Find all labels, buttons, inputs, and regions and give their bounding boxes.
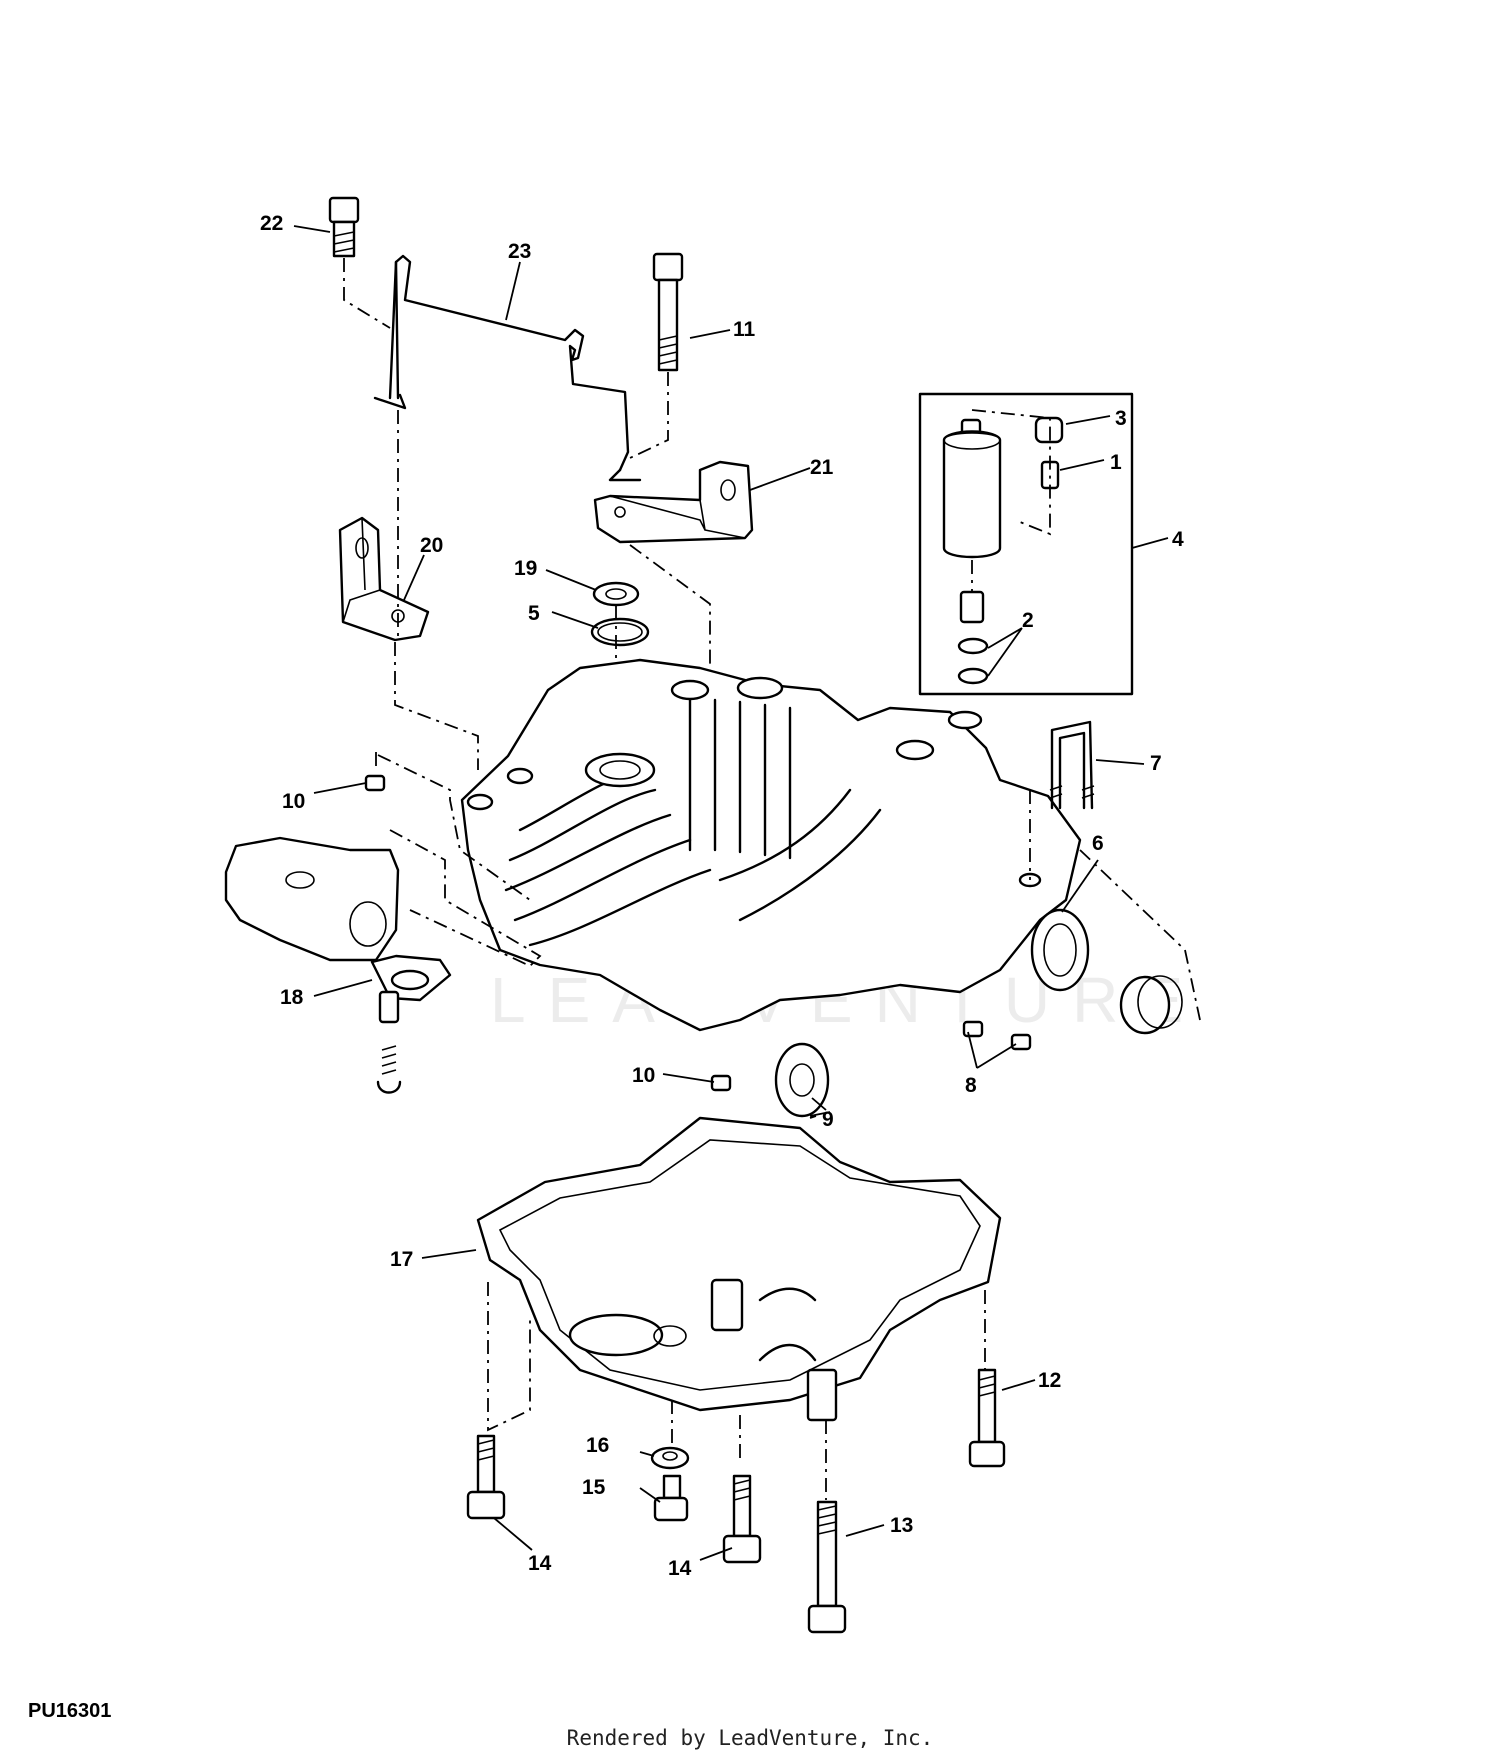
callout-2: 2 [1022,609,1034,632]
part-13-bolt [807,1500,847,1634]
part-4-group [918,392,1134,696]
callout-14-left: 14 [528,1552,552,1575]
part-21-bracket [593,460,754,544]
part-22-bolt [328,196,360,258]
part-7-u-bolt [1049,720,1095,810]
part-12-bolt [968,1368,1006,1468]
callout-19: 19 [514,557,537,580]
guide-21-to-block [629,544,711,955]
part-16-washer [650,1446,690,1470]
part-17-lower-housing [476,1116,1002,1422]
callout-15: 15 [582,1476,606,1499]
leader-lines [293,225,1169,1561]
callout-12: 12 [1038,1369,1061,1392]
part-20-bracket [338,516,430,642]
callout-11: 11 [733,318,756,341]
figure-id: PU16301 [28,1700,112,1722]
part-5-retaining-ring [590,617,650,647]
callout-23: 23 [508,240,531,263]
render-credit: Rendered by LeadVenture, Inc. [566,1726,934,1750]
part-14-bolt-right [722,1474,762,1564]
guide-20-to-block [394,642,479,770]
guide-22-to-23 [343,258,391,329]
callouts: 1 2 3 4 5 6 7 8 9 10 10 11 12 13 14 14 1… [260,212,1184,1580]
callout-10-left: 10 [282,790,305,813]
callout-3: 3 [1115,407,1127,430]
callout-1: 1 [1110,451,1122,474]
callout-7: 7 [1150,752,1162,775]
callout-4: 4 [1172,528,1184,551]
guide-18 [389,829,542,968]
part-14-bolt-left [466,1434,506,1520]
callout-18: 18 [280,986,304,1009]
callout-17: 17 [390,1248,413,1271]
callout-14-right: 14 [668,1557,692,1580]
callout-8: 8 [965,1074,977,1097]
callout-10-lower: 10 [632,1064,655,1087]
part-19-bearing [592,581,640,607]
guide-housing-right [1079,849,1201,1021]
callout-20: 20 [420,534,443,557]
callout-6: 6 [1092,832,1104,855]
part-11-bolt [652,252,684,372]
callout-9: 9 [822,1108,834,1131]
guide-11 [629,372,669,459]
guide-17-mid [671,1400,827,1500]
transmission-housing [460,658,1090,1032]
part-15-plug [653,1474,689,1522]
callout-21: 21 [810,456,834,479]
guide-17-left [487,1282,531,1432]
callout-5: 5 [528,602,540,625]
guide-10-left [375,752,531,901]
part-23-rod [373,254,642,482]
part-18-pump [224,836,452,1094]
callout-22: 22 [260,212,283,235]
callout-13: 13 [890,1514,913,1537]
part-6-seal [1119,975,1183,1035]
callout-16: 16 [586,1434,609,1457]
part-9-bushing [774,1042,830,1118]
